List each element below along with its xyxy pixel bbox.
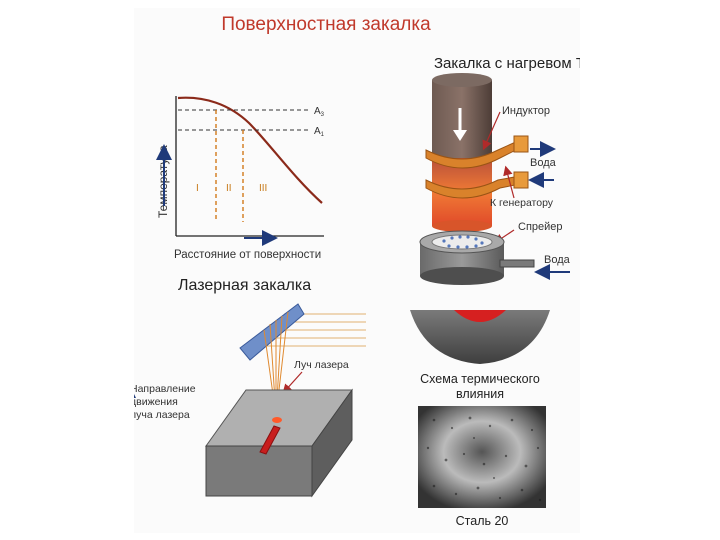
zone-label-1: I xyxy=(196,183,199,194)
temperature-curve xyxy=(177,96,323,204)
sprayer-nozzles xyxy=(442,235,484,249)
heat-scheme-section xyxy=(410,310,550,364)
sprayer-pipe xyxy=(499,259,535,268)
micrograph-caption: Сталь 20 xyxy=(456,514,509,528)
micrograph: Сталь 20 xyxy=(418,406,546,528)
inductor-label: Индуктор xyxy=(502,105,550,117)
sprayer-bottom xyxy=(420,267,504,285)
cylinder-bottom xyxy=(432,220,492,232)
direction-label-line-1: Направление xyxy=(134,383,196,395)
laser-spot xyxy=(272,417,282,423)
cylinder-motion-arrowhead xyxy=(453,130,467,141)
coil-terminal-2 xyxy=(513,171,529,189)
workpiece-front xyxy=(205,445,313,497)
heat-influence-scheme: Схема термического влияния xyxy=(410,310,550,401)
sprayer-label: Спрейер xyxy=(518,221,563,233)
zone-label-3: III xyxy=(259,183,267,194)
workpiece-side xyxy=(311,388,353,498)
inductor-pointer xyxy=(482,111,501,151)
water-label: Вода xyxy=(530,157,557,169)
direction-label-line-2: движения xyxy=(134,396,178,408)
line-a1-label: A1 xyxy=(314,126,325,138)
slide-title: Поверхностная закалка xyxy=(221,14,431,35)
cylinder-body xyxy=(432,80,492,160)
laser-beam-label: Луч лазера xyxy=(294,359,349,371)
micrograph-image xyxy=(418,406,546,508)
laser-title: Лазерная закалка xyxy=(178,277,311,294)
cylinder-top xyxy=(432,73,492,87)
water2-label: Вода xyxy=(544,254,571,266)
generator-pointer xyxy=(503,165,515,199)
tvch-title: Закалка с нагревом ТВЧ xyxy=(434,55,580,72)
temperature-graph: Температура Расстояние от поверхности A3… xyxy=(156,96,325,261)
graph-x-label: Расстояние от поверхности xyxy=(174,249,321,261)
heat-scheme-hot-zone xyxy=(454,310,506,322)
laser-hardened-track xyxy=(259,425,281,455)
induction-diagram: Индуктор Вода К генератору Спрейер Вода xyxy=(419,73,571,285)
heat-scheme-caption-2: влияния xyxy=(456,387,504,401)
direction-label-line-3: луча лазера xyxy=(134,409,190,421)
coil-terminal-1 xyxy=(513,135,529,153)
heat-scheme-caption-1: Схема термического xyxy=(420,372,540,386)
zone-label-2: II xyxy=(226,183,232,194)
slide-canvas: Поверхностная закалка Закалка с нагревом… xyxy=(134,14,580,528)
laser-lens xyxy=(239,303,305,361)
generator-label: К генератору xyxy=(490,197,554,209)
line-a3-label: A3 xyxy=(314,106,325,118)
laser-beam-pointer xyxy=(282,371,303,394)
laser-diagram: Лазерная закалка Луч лазера Направление xyxy=(134,277,366,498)
micrograph-grain xyxy=(426,416,542,502)
slide: Поверхностная закалка Закалка с нагревом… xyxy=(134,8,580,533)
